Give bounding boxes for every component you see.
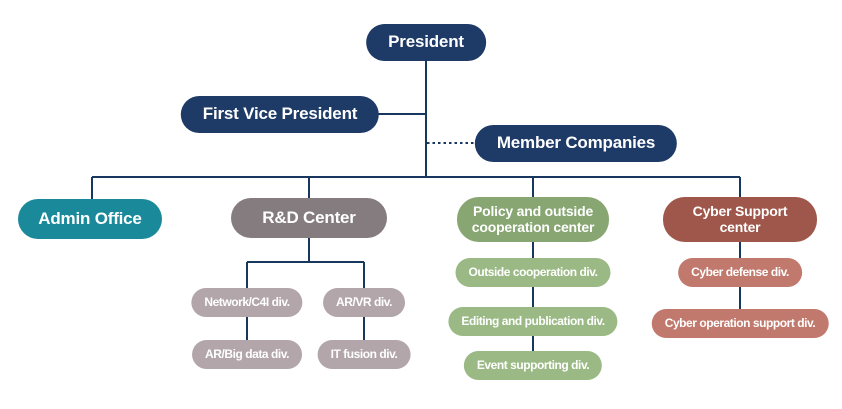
node-event-supporting-div: Event supporting div. — [463, 351, 603, 380]
node-ar-big-data-div: AR/Big data div. — [192, 340, 302, 369]
node-ar-vr-div: AR/VR div. — [323, 288, 405, 317]
node-outside-cooperation-div: Outside cooperation div. — [455, 258, 611, 287]
node-cyber-operation-support-div: Cyber operation support div. — [651, 309, 829, 338]
node-rnd-center: R&D Center — [231, 198, 387, 238]
node-network-c4i-div: Network/C4I div. — [191, 288, 303, 317]
node-president: President — [366, 24, 486, 61]
node-first-vice-president: First Vice President — [180, 96, 380, 133]
node-admin-office: Admin Office — [18, 199, 162, 239]
node-cyber-defense-div: Cyber defense div. — [678, 258, 802, 287]
node-cyber-support-center: Cyber Support center — [663, 197, 817, 242]
node-member-companies: Member Companies — [474, 125, 678, 162]
node-policy-center: Policy and outside cooperation center — [457, 197, 609, 242]
node-editing-publication-div: Editing and publication div. — [448, 307, 618, 336]
node-it-fusion-div: IT fusion div. — [317, 340, 411, 369]
